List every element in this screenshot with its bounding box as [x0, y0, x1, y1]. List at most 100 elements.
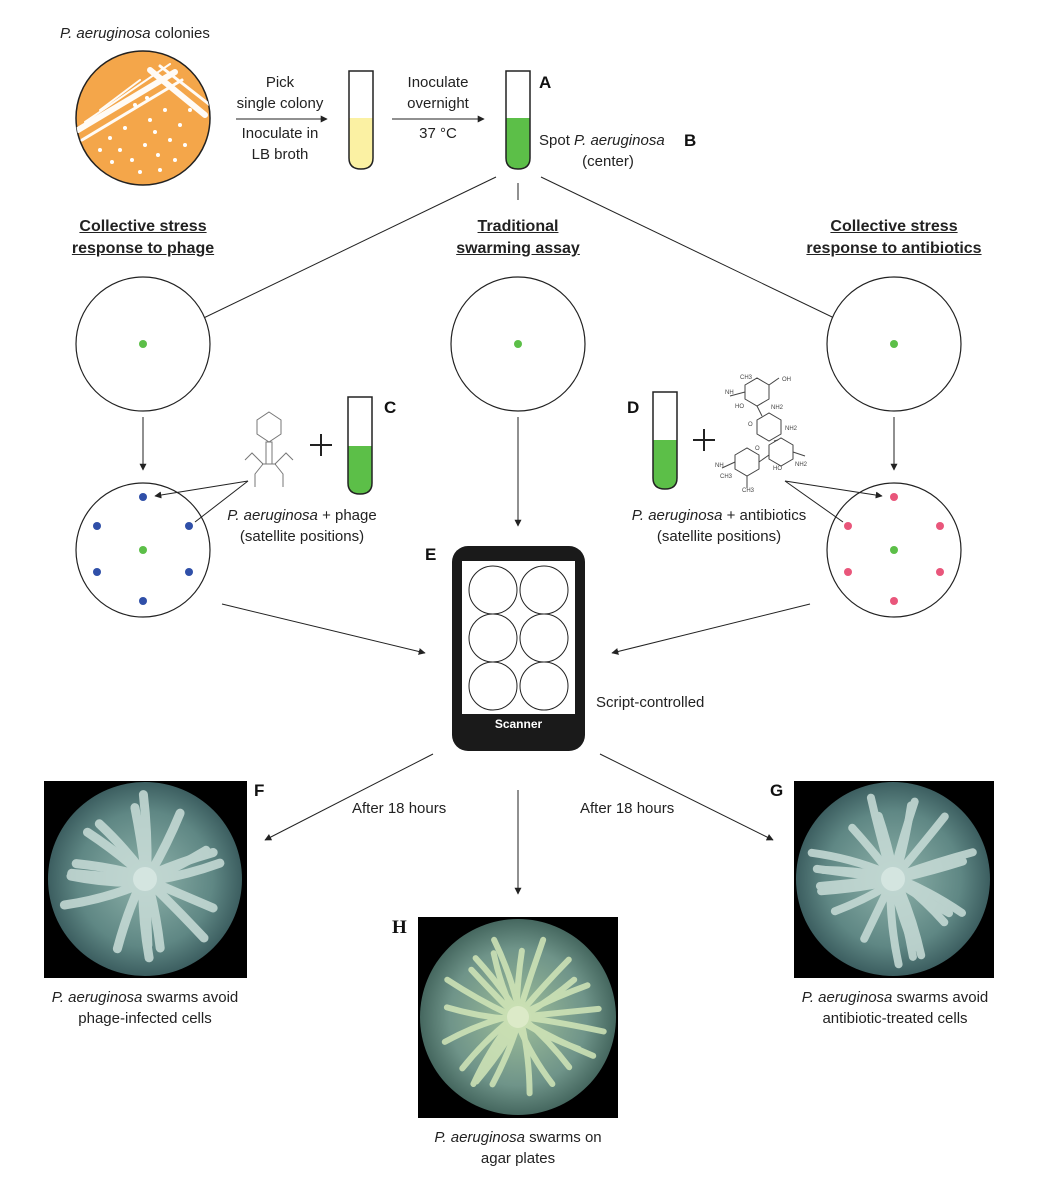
swarm-tendril — [71, 859, 141, 879]
swarm-tendril — [895, 812, 949, 876]
antibiotic-plate-center — [826, 276, 962, 412]
swarm-tendril — [472, 955, 518, 1012]
swarm-tendril — [521, 1020, 582, 1052]
swarm-tendril — [67, 868, 140, 884]
svg-text:OH: OH — [782, 377, 791, 383]
swarm-tendril — [112, 882, 144, 954]
culture-tube-c — [347, 396, 373, 495]
swarm-tendril — [517, 936, 547, 1012]
swarm-tendril — [890, 884, 918, 952]
swarm-tendril — [144, 883, 165, 953]
phage-satellite-dots — [93, 493, 193, 605]
swarm-tendril — [898, 848, 977, 879]
phage-pointer-lines — [154, 480, 249, 523]
arrow-to-f — [264, 753, 434, 841]
swarm-tendril — [444, 976, 513, 1018]
scanner-wells — [468, 565, 569, 711]
svg-text:NH: NH — [715, 463, 724, 469]
title-antibiotic-l2: response to antibiotics — [806, 240, 982, 257]
caption-f-line2: phage-infected cells — [78, 1010, 212, 1027]
scanner-label: Scanner — [494, 717, 543, 731]
pick-label: Pick — [265, 74, 295, 91]
label-e: E — [425, 545, 437, 564]
script-controlled-label: Script-controlled — [596, 694, 705, 711]
swarm-tendril — [830, 882, 891, 916]
colonies-label: P. aeruginosa colonies — [60, 25, 210, 42]
title-traditional-l2: swarming assay — [456, 240, 580, 257]
label-d: D — [627, 398, 640, 417]
overnight-culture-tube — [505, 70, 531, 170]
arrow-phage-to-scanner — [221, 603, 426, 655]
swarm-tendril — [59, 880, 142, 910]
phage-plate-center — [75, 276, 211, 412]
traditional-plate — [450, 276, 586, 412]
swarm-tendril — [491, 936, 522, 1011]
center-label: (center) — [582, 153, 634, 170]
photo-f-phage-result — [44, 781, 247, 978]
swarm-tendril — [149, 878, 218, 913]
plus-sign-phage — [310, 434, 332, 456]
swarm-tendril — [138, 790, 152, 874]
photo-g-antibiotic-result — [794, 781, 994, 978]
antibiotic-satellite-plate — [826, 482, 962, 618]
svg-text:NH2: NH2 — [785, 426, 798, 432]
swarm-tendril — [524, 1014, 607, 1035]
arrow-to-antibiotic-plate — [540, 176, 881, 341]
label-a: A — [539, 73, 552, 92]
swarm-tendril — [150, 845, 211, 882]
svg-text:CH3: CH3 — [740, 375, 753, 381]
inoculate-in-label: Inoculate in — [241, 125, 319, 142]
caption-f-line1: P. aeruginosa swarms avoid — [51, 989, 239, 1006]
arrow-to-g — [599, 753, 774, 841]
inoculate-label: Inoculate — [407, 74, 469, 91]
scanner-device — [452, 546, 585, 751]
antibiotic-pointer-lines — [784, 480, 883, 523]
colony-dots — [98, 96, 192, 174]
svg-text:O: O — [755, 446, 760, 452]
label-b: B — [684, 131, 697, 150]
swarm-tendril — [886, 884, 903, 969]
lb-broth-label: LB broth — [251, 146, 309, 163]
swarm-tendril — [441, 1013, 512, 1045]
swarm-tendril — [524, 1005, 602, 1020]
phage-satellite-plate — [75, 482, 211, 618]
antibiotic-satellite-dots — [844, 493, 944, 605]
title-phage-l1: Collective stress — [79, 218, 207, 235]
swarm-tendril — [897, 880, 953, 918]
svg-text:NH2: NH2 — [795, 462, 808, 468]
antibiotic-combo-label: P. aeruginosa + antibiotics — [631, 507, 807, 524]
caption-h-line2: agar plates — [480, 1150, 556, 1167]
label-f: F — [254, 781, 265, 800]
title-traditional-l1: Traditional — [477, 218, 559, 235]
swarm-tendril — [520, 956, 572, 1013]
svg-text:NH2: NH2 — [771, 405, 784, 411]
caption-g-line1: P. aeruginosa swarms avoid — [801, 989, 989, 1006]
svg-text:CH3: CH3 — [742, 488, 755, 494]
swarm-tendril — [470, 1019, 514, 1087]
swarm-tendril — [818, 865, 888, 880]
swarm-tendril — [523, 976, 578, 1017]
photo-h-traditional-result — [418, 917, 618, 1118]
single-colony-label: single colony — [236, 95, 324, 112]
plus-sign-antibiotic — [693, 429, 715, 451]
arrow-antibiotic-to-scanner — [611, 603, 811, 655]
swarm-tendril — [893, 801, 915, 874]
phage-satellite-label: (satellite positions) — [239, 528, 365, 545]
swarm-tendril — [898, 857, 967, 882]
label-g: G — [770, 781, 784, 800]
swarm-tendril — [515, 1023, 556, 1087]
title-antibiotic-l1: Collective stress — [830, 218, 958, 235]
swarm-tendril — [138, 884, 154, 963]
svg-text:HO: HO — [735, 404, 744, 410]
swarm-tendril — [94, 819, 146, 875]
antibiotic-molecule-icon — [721, 377, 806, 488]
caption-g-line2: antibiotic-treated cells — [822, 1010, 968, 1027]
swarm-tendril — [807, 848, 890, 877]
temperature-label: 37 °C — [419, 125, 457, 142]
broth-tube — [348, 70, 374, 170]
overnight-label: overnight — [407, 95, 469, 112]
arrow-to-phage-plate — [157, 176, 497, 341]
